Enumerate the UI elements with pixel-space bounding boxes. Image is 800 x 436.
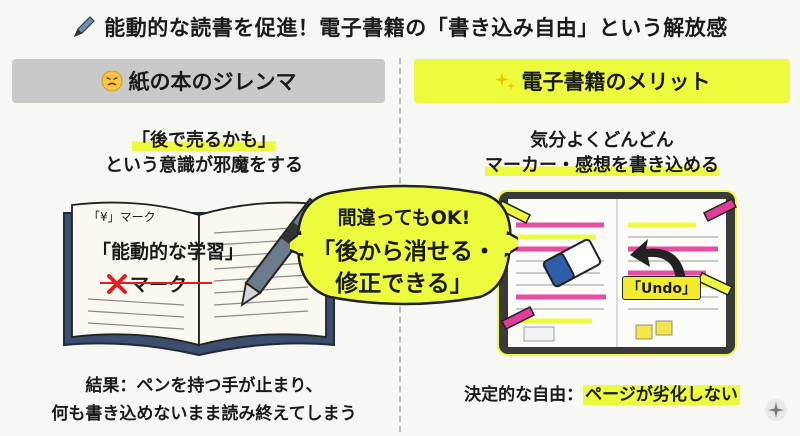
paper-result-line2: 何も書き込めないまま読み終えてしまう [51, 404, 357, 424]
ebook-header-label: 電子書籍のメリット [521, 70, 711, 94]
ebook-line1: 気分よくどんどん [530, 130, 674, 151]
paper-quote-line2: という意識が邪魔をする [105, 155, 303, 176]
crossed-mark-label: マーク [100, 270, 212, 297]
persevering-face-icon [101, 70, 122, 92]
ebook-header: 電子書籍のメリット [414, 59, 790, 103]
yen-mark-label: 「¥」マーク [88, 210, 156, 224]
eraser-drawing [542, 238, 602, 288]
paper-book-header-label: 紙の本のジレンマ [128, 70, 297, 94]
pen-icon [74, 16, 96, 38]
speech-bubble [290, 184, 518, 306]
ebook-result-highlight: ページが劣化しない [583, 385, 740, 405]
undo-arrow-icon [630, 239, 686, 281]
paper-quote-highlight: 「後で売るかも」 [132, 130, 276, 151]
strike-line [100, 282, 212, 284]
ebook-result-prefix: 決定的な自由： [464, 385, 584, 405]
paper-result-line1: 結果：ペンを持つ手が止まり、 [85, 376, 323, 396]
ebook-line2-highlight: マーカー・感想を書き込める [485, 155, 719, 176]
active-learning-label: 「能動的な学習」 [92, 241, 245, 263]
sparkles-icon [494, 72, 515, 90]
bubble-line3: 修正できる」 [335, 271, 473, 297]
paper-quote-line1: 「後で売るかも」 [24, 126, 384, 152]
title-row: 能動的な読書を促進！電子書籍の「書き込み自由」という解放感 [0, 0, 800, 54]
ebook-line2: マーカー・感想を書き込める [414, 151, 790, 177]
tablet-illustration [496, 190, 738, 356]
paper-book-header: 紙の本のジレンマ [12, 59, 385, 103]
page-title: 能動的な読書を促進！電子書籍の「書き込み自由」という解放感 [104, 16, 728, 40]
bubble-line2: 「後から消せる・ [312, 239, 496, 265]
crossed-mark-text: マーク [130, 274, 188, 296]
undo-label: 「Undo」 [622, 276, 701, 300]
sparkle-badge-icon [765, 399, 787, 421]
bubble-line1: 間違ってもOK! [337, 207, 471, 229]
ebook-result: 決定的な自由：ページが劣化しない [414, 380, 790, 405]
open-book-illustration [63, 197, 335, 357]
